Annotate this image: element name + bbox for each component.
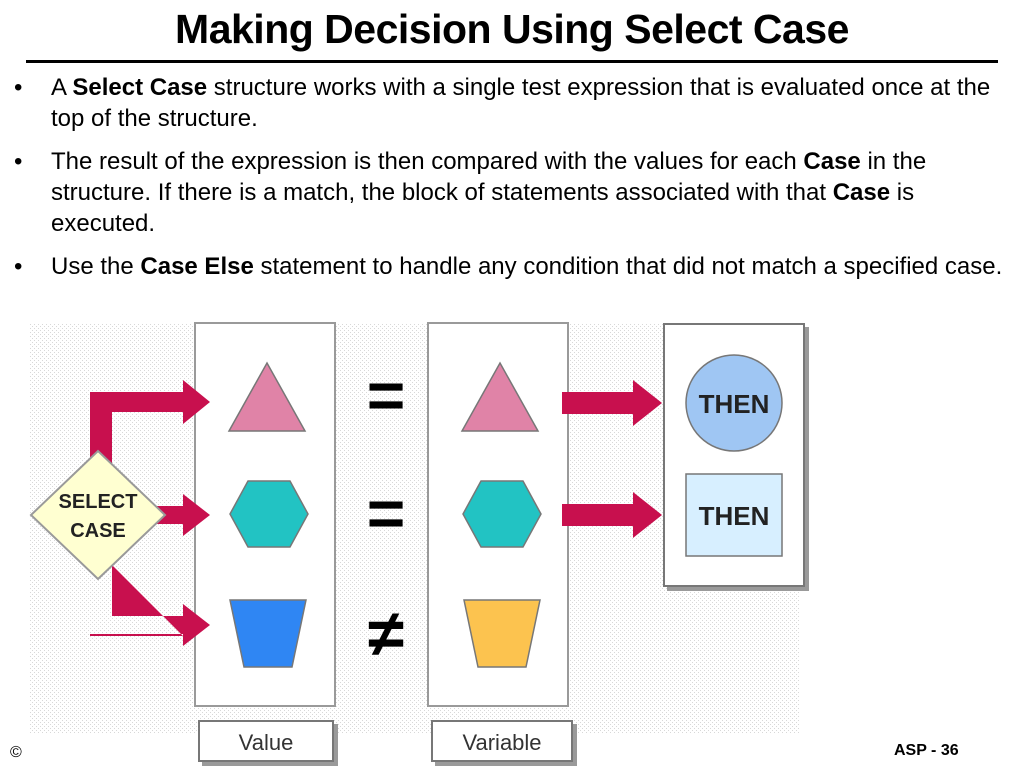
branch-arrow-bottom bbox=[90, 543, 210, 646]
operator-not-equals: ≠ bbox=[368, 596, 404, 670]
bullet-text: is executed. bbox=[51, 179, 915, 237]
branch-arrow-middle bbox=[150, 494, 210, 536]
bullet-item: • Use the Case Else statement to handle a… bbox=[14, 251, 1020, 282]
variable-label: Variable bbox=[462, 730, 541, 755]
operator-equals-1: = bbox=[367, 358, 406, 432]
value-label: Value bbox=[239, 730, 294, 755]
bullet-text: structure works with a single test expre… bbox=[51, 74, 991, 132]
bullet-text: statement to handle any condition that d… bbox=[253, 253, 1003, 280]
variable-hexagon bbox=[462, 480, 542, 548]
bullet-item: • The result of the expression is then co… bbox=[14, 146, 1020, 239]
bullet-text: A bbox=[51, 74, 73, 101]
value-trapezoid bbox=[229, 599, 307, 668]
variable-triangle bbox=[460, 361, 540, 432]
value-hexagon bbox=[229, 480, 309, 548]
select-case-diagram: SELECT CASE = = ≠ THEN THEN Value Variab… bbox=[29, 322, 805, 762]
then-circle bbox=[685, 354, 783, 452]
variable-label-box bbox=[431, 720, 573, 762]
operator-equals-2: = bbox=[367, 476, 406, 550]
branch-arrow-top bbox=[90, 380, 210, 481]
footer-copyright: © bbox=[10, 744, 22, 761]
bullet-item: • A Select Case structure works with a si… bbox=[14, 72, 1020, 134]
footer-page-number: ASP - 36 bbox=[894, 742, 959, 759]
bullet-bold-term: Case bbox=[832, 179, 891, 206]
value-triangle bbox=[227, 361, 307, 432]
then-label-1: THEN bbox=[699, 389, 770, 419]
bullet-dot: • bbox=[14, 253, 23, 280]
bullet-bold-term: Case Else bbox=[140, 253, 254, 280]
match-arrow-top bbox=[562, 380, 662, 426]
bullet-text: The result of the expression is then com… bbox=[51, 148, 804, 175]
bullet-dot: • bbox=[14, 148, 23, 175]
bullet-bold-term: Case bbox=[803, 148, 861, 175]
select-case-label-line1: SELECT bbox=[59, 491, 138, 513]
slide-title: Making Decision Using Select Case bbox=[175, 6, 849, 52]
title-underline bbox=[26, 60, 998, 63]
bullet-dot: • bbox=[14, 74, 23, 101]
then-label-2: THEN bbox=[699, 501, 770, 531]
match-arrow-middle bbox=[562, 492, 662, 538]
then-square bbox=[685, 473, 783, 557]
bullet-list: • A Select Case structure works with a si… bbox=[14, 72, 1020, 294]
branch-arrows bbox=[90, 380, 210, 646]
value-label-box bbox=[198, 720, 334, 762]
bullet-bold-term: Select Case bbox=[72, 74, 208, 101]
bullet-text: Use the bbox=[51, 253, 141, 280]
bullet-text: in the structure. If there is a match, t… bbox=[51, 148, 927, 206]
select-case-diamond bbox=[29, 449, 167, 581]
select-case-label-line2: CASE bbox=[70, 520, 126, 542]
variable-trapezoid bbox=[463, 599, 541, 668]
